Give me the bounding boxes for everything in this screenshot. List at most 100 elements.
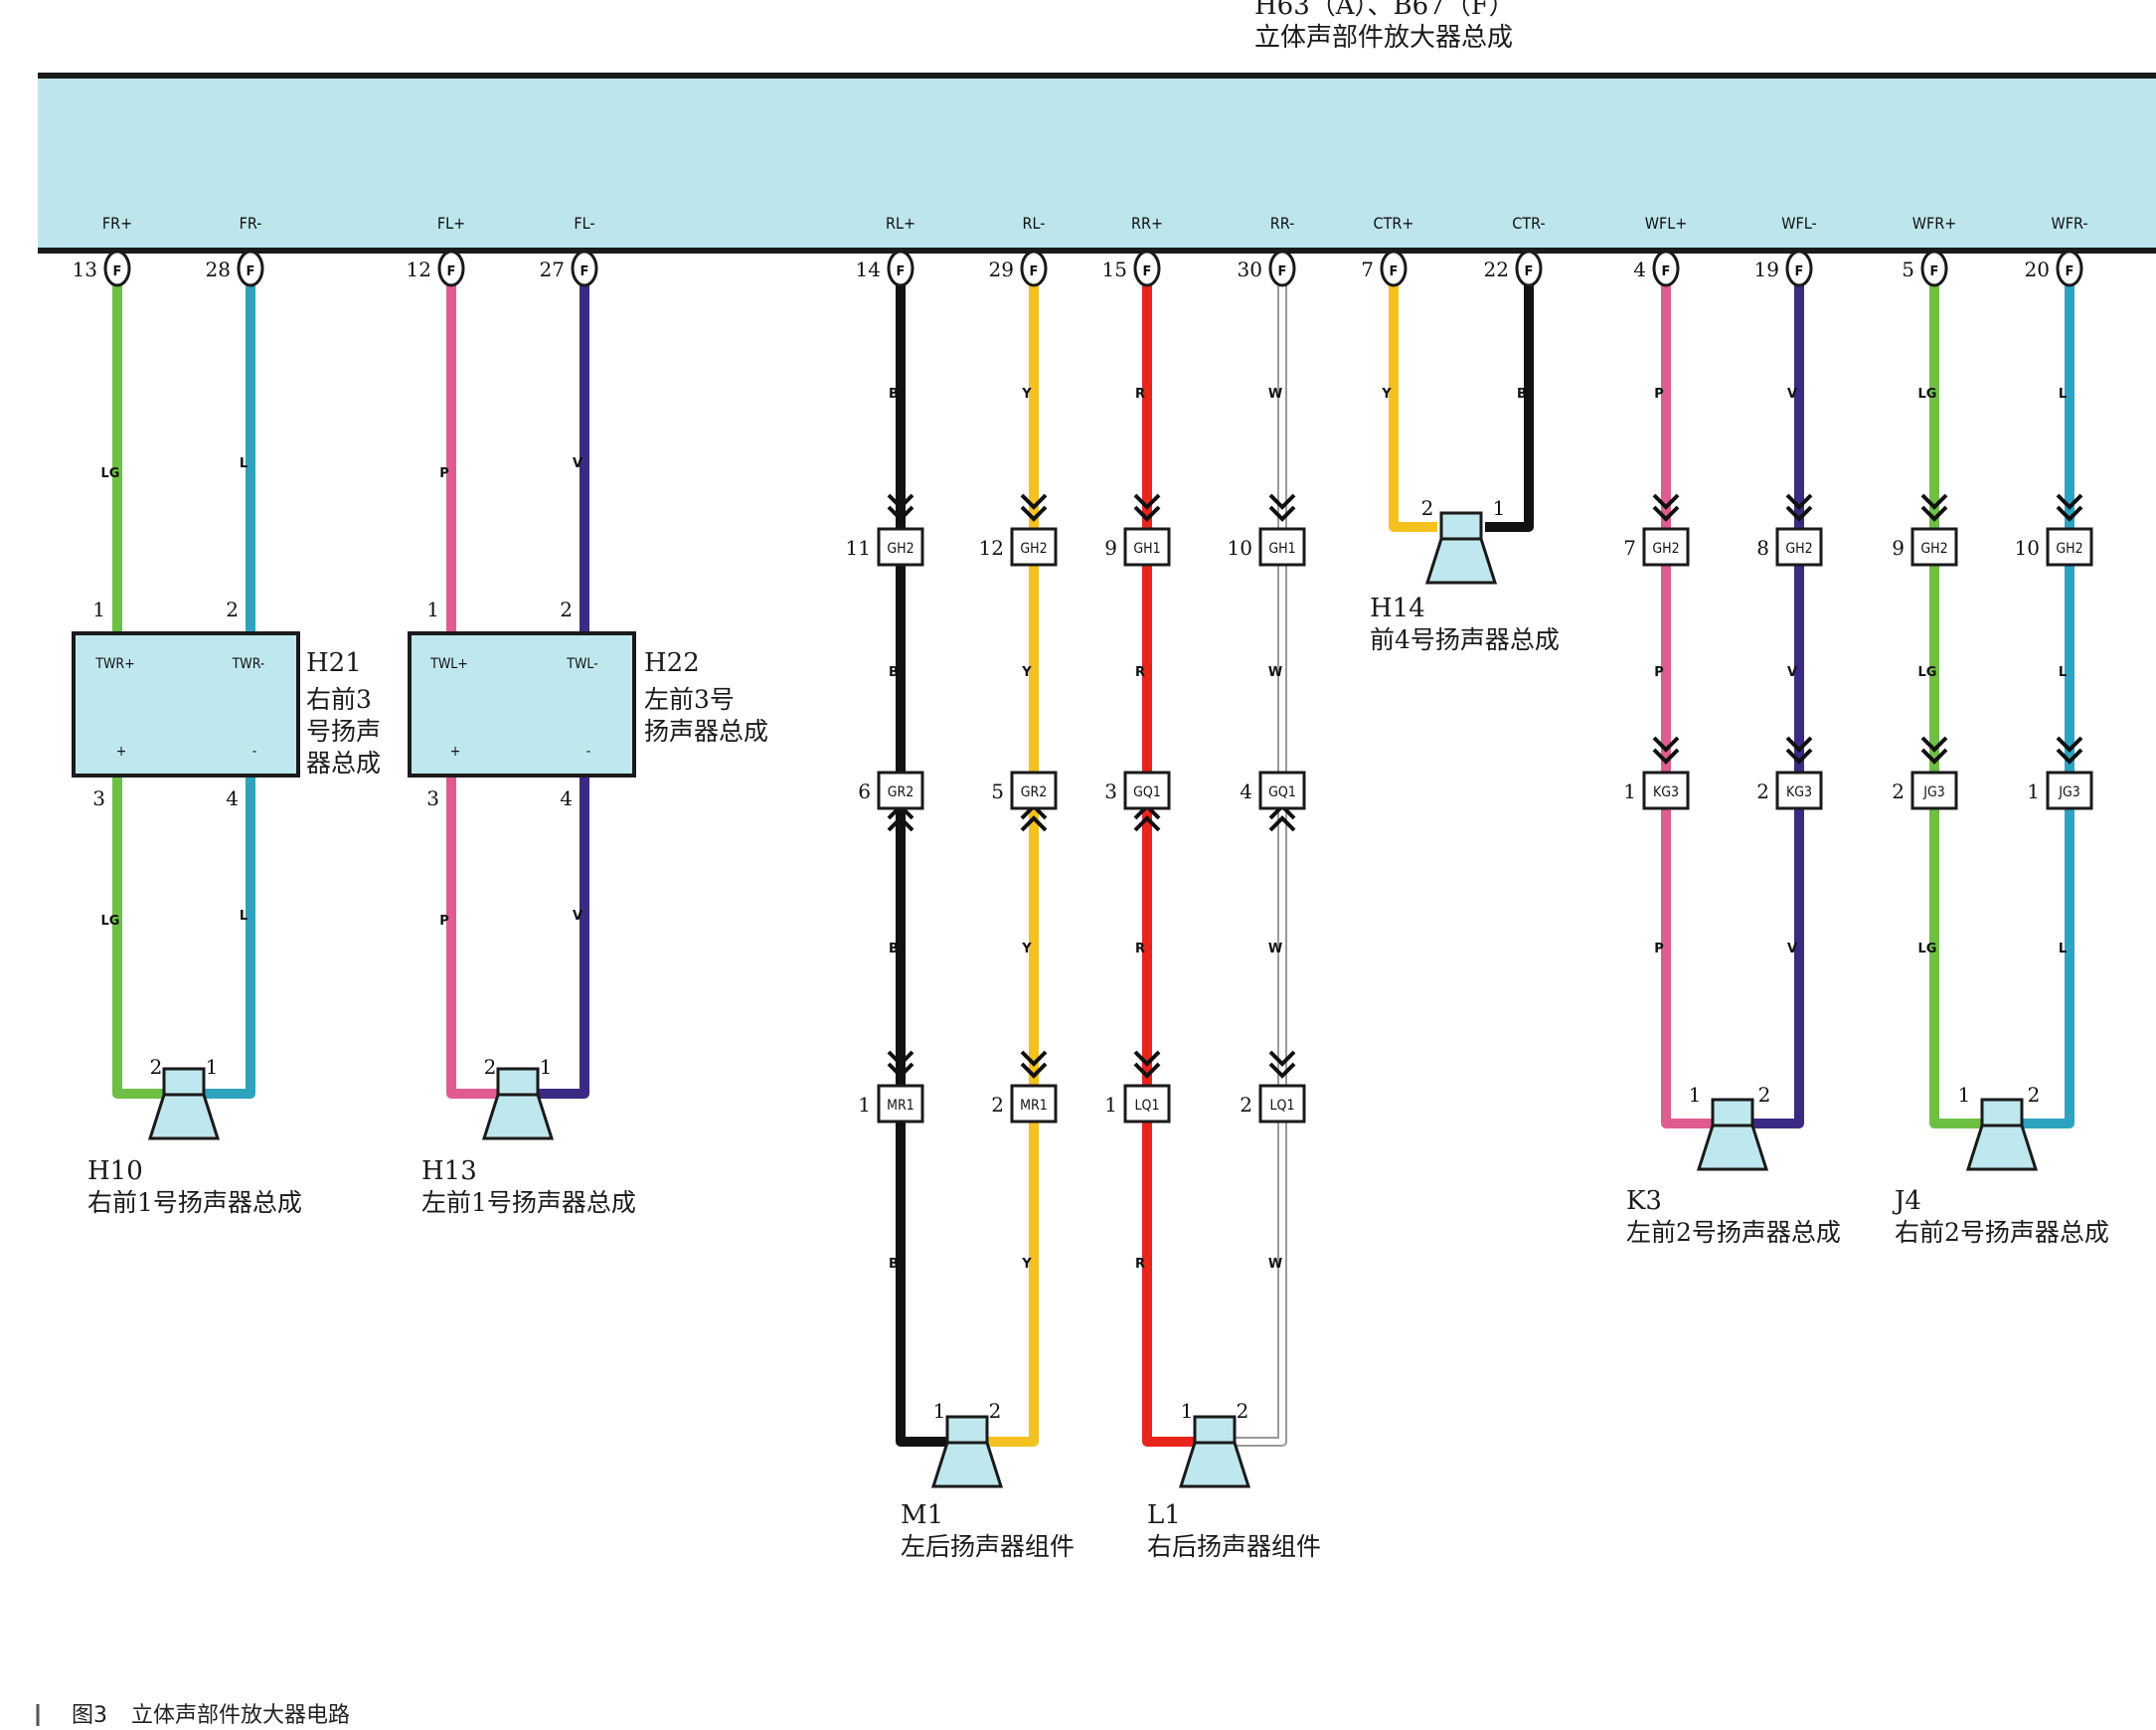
wire-color-code: Y bbox=[1021, 387, 1032, 402]
connector-name: MR1 bbox=[1020, 1098, 1048, 1114]
speaker-id: M1 bbox=[901, 1500, 943, 1530]
tweeter-name-line: 号扬声 bbox=[306, 717, 381, 746]
speaker-name: 前4号扬声器总成 bbox=[1370, 625, 1560, 654]
wire-color-code: LG bbox=[101, 914, 120, 929]
wire-arrow bbox=[887, 1062, 914, 1079]
tweeter-pin: 4 bbox=[226, 786, 239, 810]
connector-box bbox=[1775, 527, 1823, 567]
wire-arrow bbox=[2056, 736, 2083, 753]
connector-pin: 2 bbox=[1756, 779, 1769, 803]
speaker-pin: 2 bbox=[150, 1055, 163, 1079]
speaker-name: 右前2号扬声器总成 bbox=[1895, 1218, 2109, 1247]
speaker-pin: 1 bbox=[1958, 1083, 1971, 1107]
connector-box bbox=[1010, 1084, 1058, 1124]
wire-arrow bbox=[1133, 1062, 1161, 1079]
terminal-pin: 28 bbox=[206, 258, 231, 281]
wire-color-code: L bbox=[2059, 665, 2067, 680]
connector-box bbox=[1642, 527, 1690, 567]
wire-CTR+ bbox=[1389, 285, 1437, 532]
terminal-pin: 12 bbox=[407, 258, 431, 281]
wire-arrow bbox=[2056, 748, 2083, 765]
terminal-pin: 27 bbox=[540, 258, 565, 281]
connector-box bbox=[877, 1084, 924, 1124]
terminal-circle bbox=[1515, 250, 1543, 287]
wire-arrow bbox=[1020, 493, 1048, 510]
wire-arrow bbox=[1268, 815, 1296, 832]
speaker-name: 左前2号扬声器总成 bbox=[1626, 1218, 1841, 1247]
connector-name: JG3 bbox=[1922, 784, 1945, 800]
speaker-name: 左后扬声器组件 bbox=[901, 1532, 1075, 1561]
wire-color-code: V bbox=[573, 456, 582, 471]
speaker-pin: 1 bbox=[933, 1399, 946, 1423]
wire-CTR- bbox=[1485, 285, 1534, 532]
terminal-tag: F bbox=[580, 264, 589, 279]
terminal-signal: WFR- bbox=[2051, 214, 2087, 233]
tweeter-pin: 3 bbox=[426, 786, 439, 810]
speaker-pin: 2 bbox=[1421, 496, 1434, 520]
terminal-signal: RL- bbox=[1023, 214, 1046, 233]
wire-color-code: P bbox=[1654, 665, 1664, 680]
wire-arrow bbox=[1920, 748, 1948, 765]
speaker-pin: 1 bbox=[1181, 1399, 1194, 1423]
tweeter-name-line: 右前3 bbox=[306, 685, 372, 714]
terminal-pin: 19 bbox=[1754, 258, 1779, 281]
connector-box bbox=[1123, 527, 1171, 567]
wire-color-code: Y bbox=[1021, 665, 1032, 680]
wire-RR+ bbox=[1142, 285, 1197, 1447]
connector-box bbox=[1123, 1084, 1171, 1124]
wire-color-code: LG bbox=[1918, 387, 1937, 402]
connector-box bbox=[1910, 771, 1958, 810]
connector-pin: 2 bbox=[1240, 1093, 1252, 1117]
tweeter-pin: 3 bbox=[92, 786, 105, 810]
wire-arrow bbox=[1133, 1050, 1161, 1067]
wire-color-code: R bbox=[1135, 665, 1145, 680]
wire-arrow bbox=[1652, 748, 1680, 765]
wire-arrow bbox=[1920, 505, 1948, 522]
terminal-tag: F bbox=[1390, 264, 1399, 279]
connector-name: JG3 bbox=[2058, 784, 2080, 800]
speaker-pin: 1 bbox=[1493, 496, 1506, 520]
speaker-L1-magnet bbox=[1193, 1415, 1237, 1445]
terminal-signal: FL+ bbox=[437, 214, 465, 233]
wire-arrow bbox=[1268, 1050, 1296, 1067]
wires-layer bbox=[112, 285, 2074, 1447]
speaker-H10-cone bbox=[147, 1093, 221, 1140]
connector-box bbox=[1010, 527, 1058, 567]
wire-color-code: P bbox=[1654, 942, 1664, 956]
connector-pin: 10 bbox=[2015, 536, 2040, 560]
wire-color-code: L bbox=[2059, 387, 2067, 402]
terminal-tag: F bbox=[1143, 264, 1152, 279]
connector-name: GQ1 bbox=[1268, 784, 1296, 800]
tweeter-name-line: 扬声器总成 bbox=[644, 717, 768, 746]
terminal-signal: FL- bbox=[574, 214, 594, 233]
tweeter-box bbox=[408, 631, 636, 778]
tweeter-term-label: TWL+ bbox=[429, 656, 468, 672]
figure-caption: 立体声部件放大器电路 bbox=[131, 1703, 350, 1728]
amplifier-title-2: 立体声部件放大器总成 bbox=[1254, 23, 1513, 53]
wire-color-code: W bbox=[1268, 387, 1282, 402]
connector-box bbox=[1910, 527, 1958, 567]
terminal-circle bbox=[237, 250, 264, 287]
wire-arrow bbox=[1133, 493, 1161, 510]
tweeter-minus: - bbox=[586, 744, 591, 760]
connector-name: GH2 bbox=[2056, 541, 2082, 557]
terminal-tag: F bbox=[2066, 264, 2074, 279]
wire-arrow bbox=[1785, 505, 1813, 522]
terminal-circle bbox=[2056, 250, 2083, 287]
terminal-circle bbox=[1380, 250, 1408, 287]
wire-arrow bbox=[1020, 505, 1048, 522]
speaker-pin: 2 bbox=[989, 1399, 1002, 1423]
terminal-tag: F bbox=[1795, 264, 1804, 279]
terminal-pin: 7 bbox=[1361, 258, 1374, 281]
wire-FL+-lower bbox=[446, 776, 500, 1099]
terminal-tag: F bbox=[247, 264, 255, 279]
wire-arrow bbox=[1268, 493, 1296, 510]
terminal-signal: CTR+ bbox=[1374, 214, 1414, 233]
wire-RR- bbox=[1233, 285, 1285, 1445]
wire-arrow bbox=[1268, 1062, 1296, 1079]
terminal-pin: 14 bbox=[856, 258, 881, 281]
wire-color-code: B bbox=[889, 1257, 899, 1272]
wire-color-code: L bbox=[2059, 942, 2067, 956]
connector-name: GH2 bbox=[1785, 541, 1812, 557]
speaker-J4-cone bbox=[1965, 1124, 2039, 1171]
